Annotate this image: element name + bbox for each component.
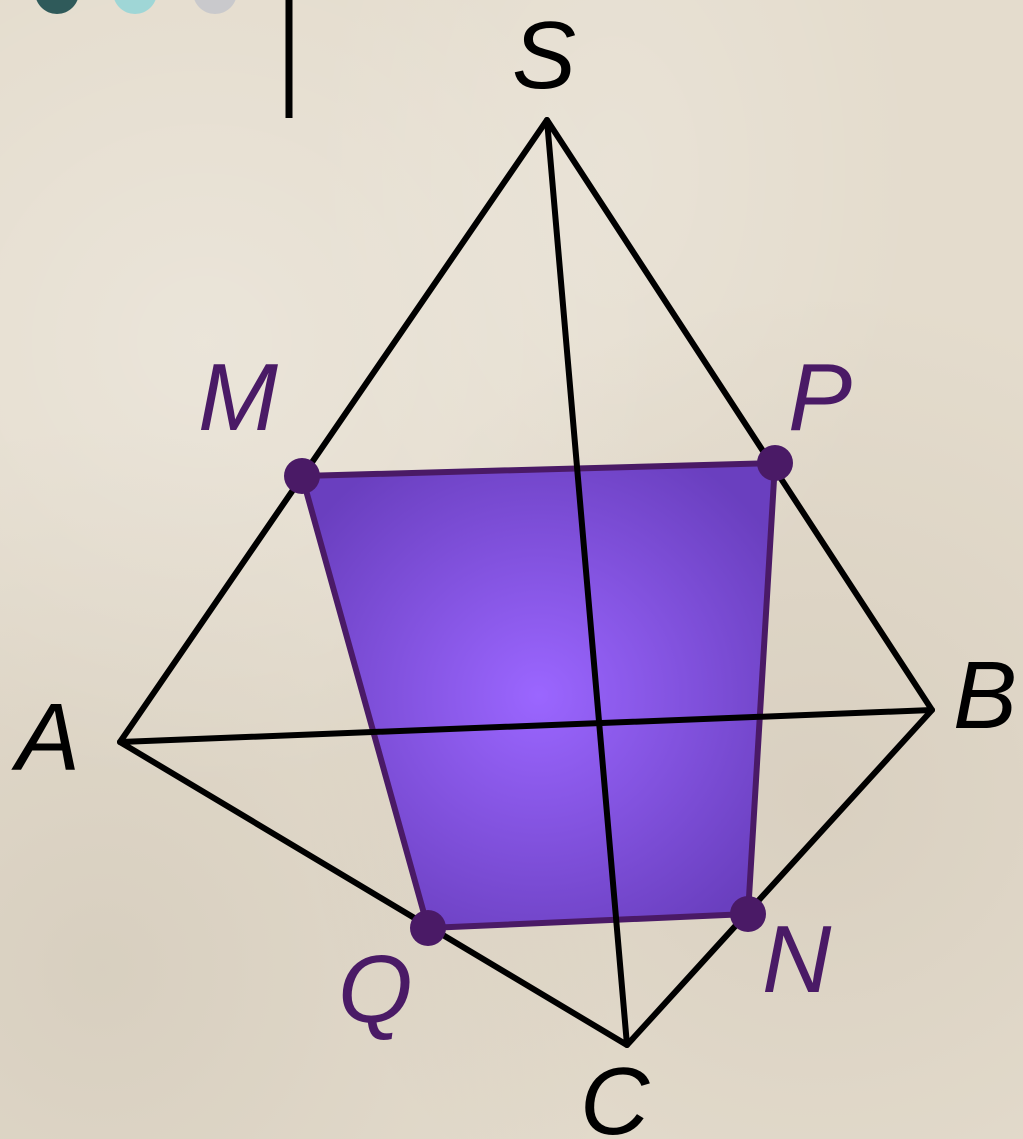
label-N: N — [762, 906, 832, 1013]
label-Q: Q — [338, 936, 413, 1043]
edge-SB — [544, 117, 935, 713]
edge-AB — [117, 707, 935, 745]
label-B: B — [953, 642, 1017, 749]
point-N — [730, 896, 766, 932]
tetrahedron-front-edges — [117, 117, 935, 1048]
edge-SC — [544, 117, 630, 1048]
edge-BC — [624, 707, 935, 1048]
decor-dot-dark — [36, 0, 78, 14]
label-S: S — [512, 2, 576, 109]
section-points — [284, 445, 793, 946]
edge-SA — [117, 117, 550, 745]
point-Q — [410, 910, 446, 946]
point-M — [284, 458, 320, 494]
edge-AC — [117, 739, 630, 1048]
corner-decoration — [36, 0, 293, 118]
label-M: M — [198, 344, 278, 451]
point-P — [757, 445, 793, 481]
decor-dot-light — [114, 0, 156, 14]
label-P: P — [788, 344, 852, 451]
decor-dot-grey — [194, 0, 236, 14]
label-A: A — [11, 684, 80, 791]
section-MPNQ — [299, 460, 778, 931]
tetrahedron-back-edges — [117, 117, 935, 1048]
label-C: C — [580, 1048, 650, 1139]
